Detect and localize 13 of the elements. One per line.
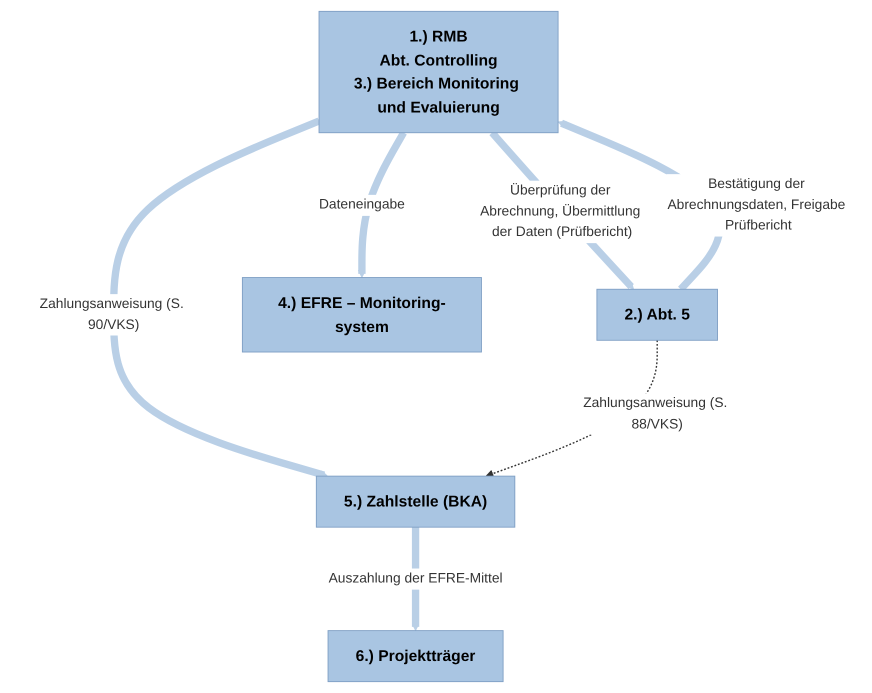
edge-label: Bestätigung der Abrechnungsdaten, Freigabe Prüfbericht xyxy=(667,176,846,233)
edge-label: Zahlungsanweisung (S. 90/VKS) xyxy=(40,296,184,332)
node-box: 6.) Projektträger xyxy=(328,630,504,682)
edge-label: Überprüfung der Abrechnung, Übermittlung der Daten (Prüfbericht) xyxy=(480,182,640,240)
edge-label: Auszahlung der EFRE-Mittel xyxy=(328,570,503,586)
edge-label: Zahlungsanweisung (S. 88/VKS) xyxy=(583,395,728,432)
arrow xyxy=(110,118,328,479)
edge-label: Dateneingabe xyxy=(318,196,405,212)
node-box: 4.) EFRE – Monitoring-system xyxy=(242,277,482,352)
node-box: 2.) Abt. 5 xyxy=(596,288,718,341)
node-box: 5.) Zahlstelle (BKA) xyxy=(316,476,516,528)
arrow xyxy=(358,130,407,278)
node-box: 1.) RMB Abt. Controlling 3.) Bereich Monitoring und Evaluierung xyxy=(318,10,559,134)
